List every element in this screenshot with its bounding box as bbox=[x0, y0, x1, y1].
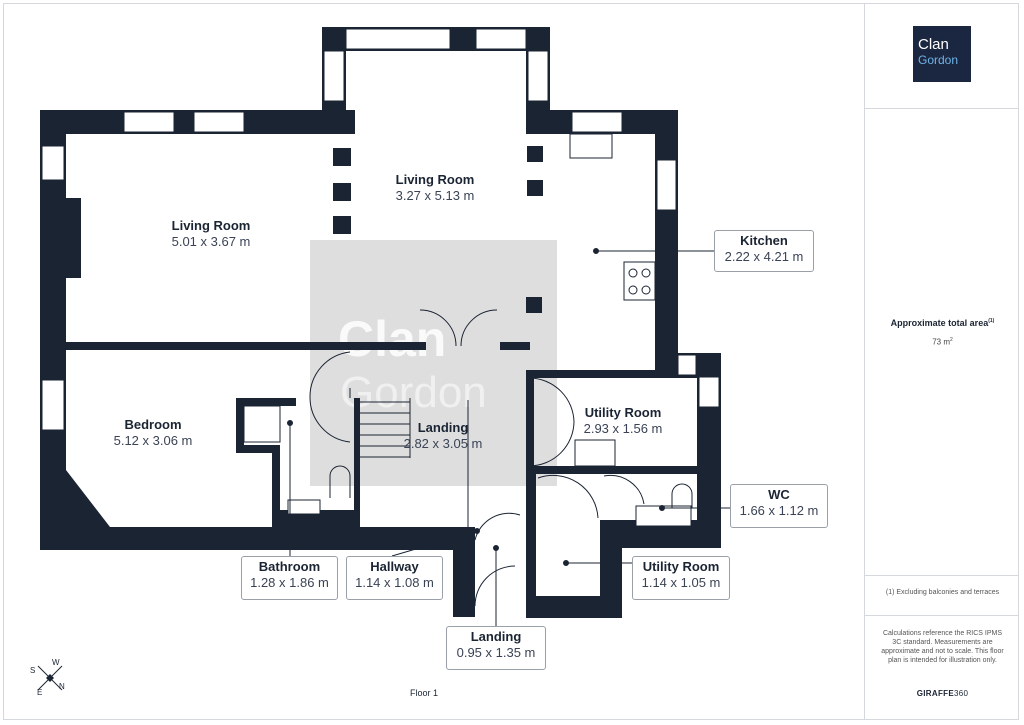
callout-kitchen: Kitchen 2.22 x 4.21 m bbox=[714, 230, 814, 272]
logo-line1: Clan bbox=[918, 36, 949, 53]
floor-label: Floor 1 bbox=[410, 688, 439, 698]
sidebar: Clan Gordon Approximate total area(1) 73… bbox=[864, 3, 1019, 720]
callout-dims: 1.14 x 1.08 m bbox=[355, 575, 434, 590]
room-dims: 2.93 x 1.56 m bbox=[583, 421, 663, 436]
room-label-bedroom: Bedroom 5.12 x 3.06 m bbox=[98, 417, 208, 449]
callout-name: Hallway bbox=[370, 559, 419, 574]
logo-line2: Gordon bbox=[918, 53, 959, 67]
brand-bold: GIRAFFE bbox=[916, 689, 954, 698]
watermark: Clan Gordon bbox=[310, 240, 557, 486]
room-label-utility-room: Utility Room 2.93 x 1.56 m bbox=[568, 405, 678, 437]
floor-plan bbox=[40, 27, 730, 626]
room-label-living-room-left: Living Room 5.01 x 3.67 m bbox=[156, 218, 266, 250]
callout-name: WC bbox=[768, 487, 790, 502]
callout-name: Utility Room bbox=[642, 559, 720, 574]
callout-utility-room: Utility Room 1.14 x 1.05 m bbox=[632, 556, 730, 600]
callout-dims: 1.28 x 1.86 m bbox=[250, 575, 329, 590]
area-value-text: 73 m bbox=[932, 337, 950, 347]
watermark-line1: Clan bbox=[338, 311, 447, 367]
brand-logo: Clan Gordon bbox=[913, 26, 971, 82]
watermark-line2: Gordon bbox=[340, 368, 487, 417]
area-value: 73 m2 bbox=[871, 337, 1014, 347]
area-label-text: Approximate total area bbox=[890, 318, 989, 328]
room-dims: 3.27 x 5.13 m bbox=[395, 188, 475, 203]
windows bbox=[41, 28, 720, 431]
walls bbox=[40, 27, 721, 618]
callout-dims: 1.66 x 1.12 m bbox=[739, 503, 819, 518]
compass-icon: S W E N bbox=[28, 656, 72, 700]
area-label: Approximate total area(1) bbox=[871, 318, 1014, 328]
callout-name: Kitchen bbox=[740, 233, 788, 248]
sidebar-divider bbox=[865, 108, 1019, 109]
callout-bathroom: Bathroom 1.28 x 1.86 m bbox=[241, 556, 338, 600]
callout-hallway: Hallway 1.14 x 1.08 m bbox=[346, 556, 443, 600]
footnote: (1) Excluding balconies and terraces bbox=[885, 589, 1000, 596]
fixtures bbox=[243, 133, 693, 607]
room-name: Bedroom bbox=[124, 417, 182, 432]
callout-dims: 1.14 x 1.05 m bbox=[641, 575, 721, 590]
callout-wc: WC 1.66 x 1.12 m bbox=[730, 484, 828, 528]
page-frame bbox=[3, 3, 1019, 720]
room-name: Living Room bbox=[171, 218, 251, 233]
room-label-living-room-top: Living Room 3.27 x 5.13 m bbox=[380, 172, 490, 204]
room-dims: 2.82 x 3.05 m bbox=[403, 436, 483, 451]
room-name: Utility Room bbox=[584, 405, 662, 420]
compass-w: W bbox=[52, 658, 60, 667]
area-unit: 2 bbox=[950, 337, 953, 343]
room-name: Living Room bbox=[395, 172, 475, 187]
giraffe360-brand: GIRAFFE360 bbox=[871, 689, 1014, 698]
callout-dims: 0.95 x 1.35 m bbox=[456, 645, 536, 660]
room-dims: 5.01 x 3.67 m bbox=[171, 234, 251, 249]
room-dims: 5.12 x 3.06 m bbox=[113, 433, 193, 448]
area-label-note: (1) bbox=[988, 318, 995, 324]
disclaimer: Calculations reference the RICS IPMS 3C … bbox=[881, 630, 1004, 664]
compass-e: E bbox=[37, 688, 43, 697]
leader-lines bbox=[287, 248, 730, 626]
callout-dims: 2.22 x 4.21 m bbox=[724, 249, 804, 264]
room-name: Landing bbox=[417, 420, 469, 435]
brand-thin: 360 bbox=[953, 689, 969, 698]
compass-n: N bbox=[59, 682, 65, 691]
room-label-landing: Landing 2.82 x 3.05 m bbox=[388, 420, 498, 452]
callout-name: Landing bbox=[470, 629, 522, 644]
sidebar-divider bbox=[865, 575, 1019, 576]
sidebar-divider bbox=[865, 615, 1019, 616]
compass-s: S bbox=[30, 666, 36, 675]
callout-landing: Landing 0.95 x 1.35 m bbox=[446, 626, 546, 670]
callout-name: Bathroom bbox=[258, 559, 321, 574]
